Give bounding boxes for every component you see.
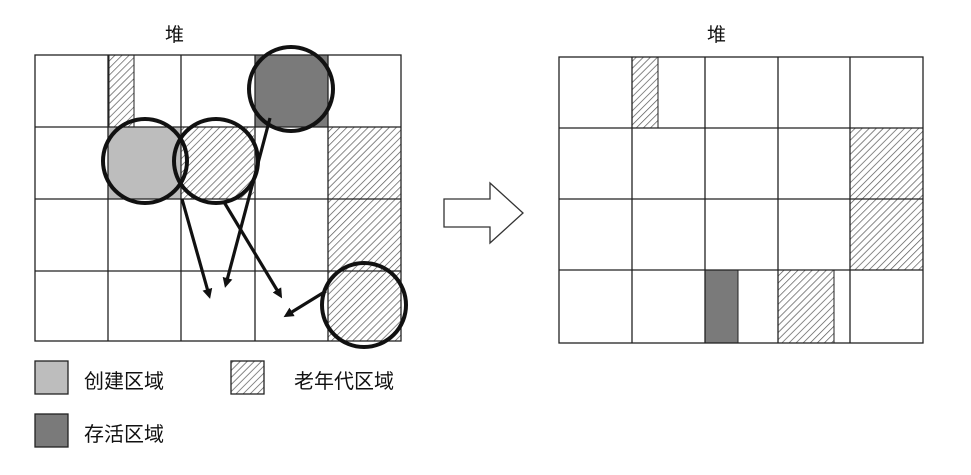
legend-old-label: 老年代区域 bbox=[294, 369, 394, 393]
arrow-old-copy bbox=[222, 201, 283, 299]
circle-survivor bbox=[247, 45, 335, 133]
legend-survivor-label: 存活区域 bbox=[84, 422, 164, 446]
right-old-region-right-1 bbox=[850, 128, 923, 199]
left-old-region-top bbox=[108, 54, 135, 128]
left-heap-grid bbox=[34, 54, 402, 342]
left-heap bbox=[34, 45, 408, 349]
legend-survivor-swatch bbox=[34, 413, 69, 448]
legend-old-swatch bbox=[230, 360, 265, 395]
arrow-eden-copy bbox=[180, 198, 213, 299]
right-heap-title: 堆 bbox=[707, 24, 727, 46]
right-old-region-top bbox=[631, 56, 659, 129]
left-survivor-region bbox=[255, 55, 328, 127]
left-old-region-right-2 bbox=[328, 199, 401, 271]
hollow-right-arrow-icon bbox=[443, 181, 524, 245]
left-heap-title: 堆 bbox=[165, 24, 185, 46]
legend-eden-label: 创建区域 bbox=[84, 369, 164, 393]
circle-old-bottom bbox=[320, 261, 408, 349]
right-heap-grid bbox=[558, 56, 924, 344]
right-heap bbox=[558, 56, 924, 344]
legend-eden-swatch bbox=[34, 360, 69, 395]
left-old-region-bottom bbox=[328, 271, 401, 341]
arrow-survivor-copy bbox=[222, 117, 272, 288]
left-old-region-middle bbox=[181, 127, 254, 199]
arrow-old-bottom-copy bbox=[283, 289, 327, 318]
left-old-region-right-1 bbox=[328, 127, 401, 199]
left-eden-region bbox=[108, 127, 181, 199]
circle-eden bbox=[101, 117, 189, 205]
right-old-region-right-2 bbox=[850, 199, 923, 270]
right-old-region-bottom bbox=[777, 269, 835, 344]
right-survivor-region bbox=[704, 269, 739, 344]
